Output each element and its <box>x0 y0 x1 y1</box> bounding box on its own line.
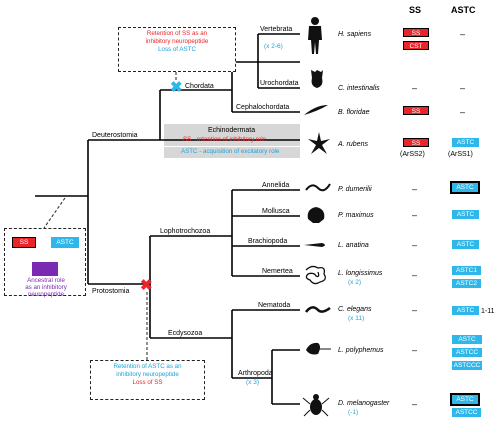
species-count: (-1) <box>348 409 359 416</box>
echinodermata-ss-note: SS - retention of inhibitory role <box>183 136 267 143</box>
ss-absent: – <box>412 240 418 250</box>
clade-urochordata: Urochordata <box>260 80 299 87</box>
astc-tag: ASTCCC <box>452 361 482 370</box>
species-name: B. floridae <box>338 109 370 116</box>
species-name: L. polyphemus <box>338 347 384 354</box>
astc-absent: – <box>460 83 466 93</box>
clade-nemertea: Nemertea <box>262 268 293 275</box>
ss-tag: CST <box>403 41 429 50</box>
arthropoda-count: (x 3) <box>246 379 259 386</box>
astc-tag: ASTCC <box>452 348 482 357</box>
species-name: P. dumerilii <box>338 186 372 193</box>
astc-column-header: ASTC <box>451 5 476 15</box>
echinodermata-astc-note: ASTC - acquisition of excitatory role <box>181 148 280 155</box>
clade-lophotrochozoa: Lophotrochozoa <box>160 228 211 235</box>
deuterostomia-note: Retention of SS as an inhibitory neurope… <box>118 27 236 72</box>
ancestral-ss-tag: SS <box>12 237 36 248</box>
astc-tag: ASTC <box>452 210 479 219</box>
clade-nematoda: Nematoda <box>258 302 291 309</box>
species-name: C. elegans <box>338 306 372 313</box>
clade-ecdysozoa: Ecdysozoa <box>168 330 203 337</box>
species-name: A. rubens <box>338 141 368 148</box>
astc-tag: ASTC <box>452 138 479 147</box>
ss-tag: SS <box>403 106 429 115</box>
starfish-silhouette-icon <box>308 132 330 154</box>
ancestral-astc-tag: ASTC <box>51 237 79 248</box>
species-count: (x 11) <box>348 315 365 322</box>
echinodermata-astc-box <box>164 147 300 158</box>
species-count: (x 2) <box>348 279 361 286</box>
lancelet-silhouette-icon <box>304 105 328 115</box>
astc-tag: ASTC <box>452 240 479 249</box>
astc-tag: ASTC <box>452 306 479 315</box>
nematode-silhouette-icon <box>305 306 331 313</box>
ss-note: (ArSS2) <box>400 151 425 158</box>
species-name: L. longissimus <box>338 270 383 277</box>
ancestral-note: SS ASTC Ancestral role as an inhibitory … <box>4 228 86 298</box>
deuterostomia-event-x-icon: ✖ <box>170 79 183 96</box>
species-name: D. melanogaster <box>338 400 390 407</box>
species-name: L. anatina <box>338 242 369 249</box>
species-name: H. sapiens <box>338 31 372 38</box>
lamp-shell-silhouette-icon <box>304 243 325 247</box>
astc-tag: ASTC <box>450 181 480 194</box>
scallop-silhouette-icon <box>307 207 325 223</box>
astc-tag: ASTC2 <box>452 279 481 288</box>
astc-absent: – <box>460 107 466 117</box>
astc-tag: ASTC <box>450 393 480 406</box>
clade-cephalochordata: Cephalochordata <box>236 104 290 111</box>
ss-absent: – <box>412 345 418 355</box>
sea-squirt-silhouette-icon <box>311 70 323 88</box>
astc-absent: – <box>460 29 466 39</box>
protostomia-note: Retention of ASTC as an inhibitory neuro… <box>90 360 205 400</box>
ss-absent: – <box>412 83 418 93</box>
clade-brachiopoda: Brachiopoda <box>248 238 288 245</box>
fruit-fly-silhouette-icon <box>302 394 330 417</box>
clade-deuterostomia: Deuterostomia <box>92 132 138 139</box>
clade-annelida: Annelida <box>262 182 290 189</box>
clade-arthropoda: Arthropoda <box>238 370 273 377</box>
ribbon-worm-silhouette-icon <box>305 265 326 285</box>
ss-absent: – <box>412 210 418 220</box>
protostomia-event-x-icon: ✖ <box>140 277 153 294</box>
ss-absent: – <box>412 184 418 194</box>
ragworm-silhouette-icon <box>305 183 331 192</box>
species-name: C. intestinalis <box>338 85 380 92</box>
clade-echinodermata: Echinodermata <box>208 127 256 134</box>
ss-absent: – <box>412 270 418 280</box>
clade-vertebrata: Vertebrata <box>260 26 293 33</box>
clade-protostomia: Protostomia <box>92 288 130 295</box>
human-silhouette-icon <box>308 17 322 54</box>
clade-chordata: Chordata <box>185 83 214 90</box>
ss-tag: SS <box>403 28 429 37</box>
clade-mollusca: Mollusca <box>262 208 290 215</box>
astc-tag: ASTCC <box>452 408 481 417</box>
astc-suffix: 1-11 <box>481 308 495 315</box>
astc-tag: ASTC <box>452 335 482 344</box>
ss-absent: – <box>412 399 418 409</box>
ss-absent: – <box>412 305 418 315</box>
astc-note: (ArSS1) <box>448 151 473 158</box>
ss-column-header: SS <box>409 5 422 15</box>
ss-tag: SS <box>403 138 429 147</box>
horseshoe-crab-silhouette-icon <box>306 342 331 355</box>
astc-tag: ASTC1 <box>452 266 481 275</box>
ancestral-peptide-box <box>32 262 58 276</box>
species-name: P. maximus <box>338 212 374 219</box>
vertebrata-count: (x 2-6) <box>264 43 283 50</box>
